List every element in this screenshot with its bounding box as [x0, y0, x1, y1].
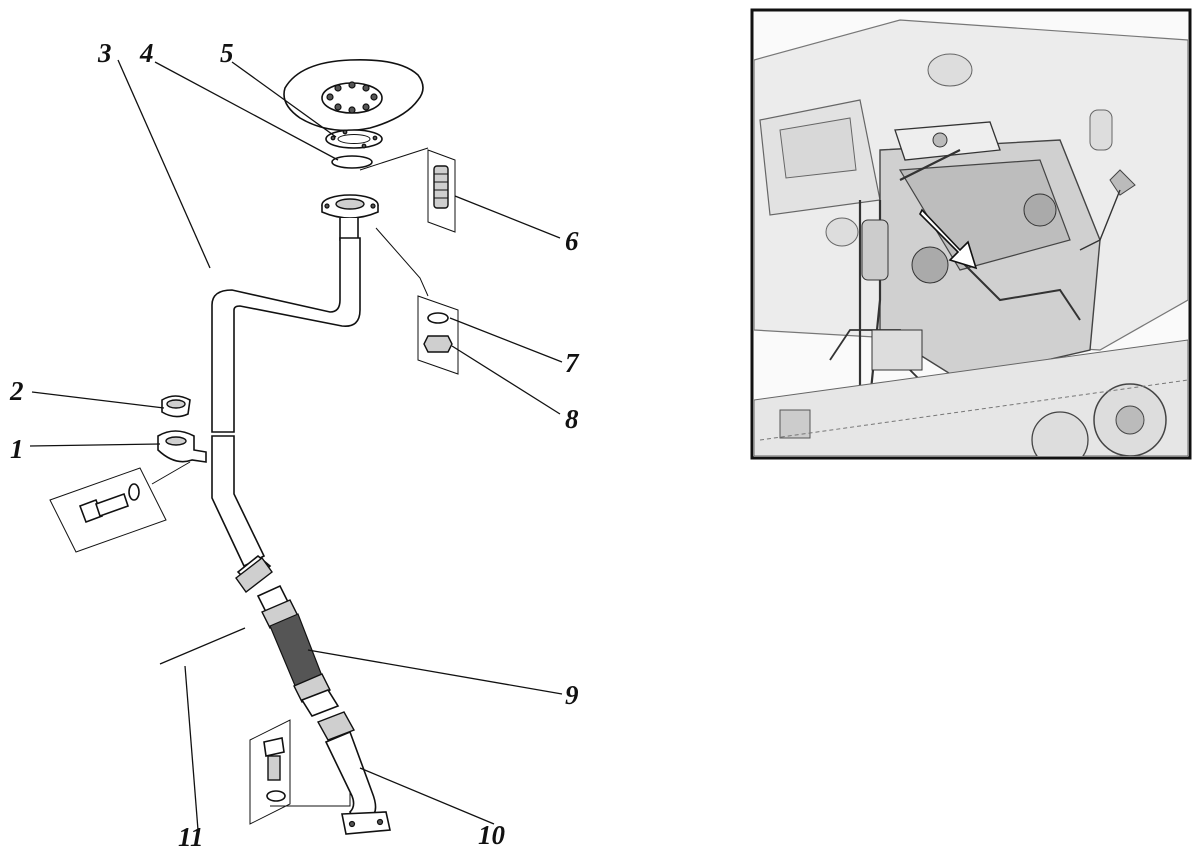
- callout-10: 10: [478, 820, 506, 850]
- callout-3: 3: [97, 38, 112, 68]
- callout-11: 11: [178, 822, 204, 852]
- clamp-half-part-2: [161, 395, 191, 418]
- clamp-part-1: [157, 430, 207, 463]
- elbow-pipe-part-10: [316, 711, 391, 835]
- pipe-flange: [321, 194, 379, 241]
- leader-6: [454, 195, 561, 239]
- tank-outlet-plate: [283, 58, 424, 132]
- stud-part-6: [427, 149, 456, 233]
- callout-4: 4: [139, 38, 154, 68]
- leader-4: [154, 61, 339, 161]
- kit-bracket-upper: [359, 147, 429, 297]
- callout-7: 7: [565, 348, 580, 378]
- clamp-bolt-kit: [49, 467, 167, 553]
- wire-part-11: [159, 627, 246, 665]
- washer-part-7: [427, 312, 449, 324]
- flexible-hose-part-9: [256, 584, 340, 717]
- leader-3: [117, 59, 211, 269]
- elbow-bolt-kit: [249, 719, 291, 825]
- engine-inset-view: [750, 8, 1192, 460]
- seal-ring-part-4: [331, 155, 373, 169]
- leader-10: [359, 767, 495, 825]
- callout-6: 6: [565, 226, 579, 256]
- leader-1: [29, 443, 161, 447]
- leader-lines: [29, 59, 563, 831]
- washer-nut-kit: [417, 295, 459, 375]
- leader-7: [449, 317, 563, 363]
- callout-numbers: 3 4 5 6 7 8 2 1 9 10 11: [9, 38, 580, 852]
- lower-fuel-pipe: [211, 435, 273, 593]
- callout-9: 9: [565, 680, 579, 710]
- kit-bracket-lower: [151, 461, 351, 807]
- gasket-part-5: [325, 129, 383, 149]
- callout-8: 8: [565, 404, 579, 434]
- leader-5: [231, 61, 337, 138]
- callout-1: 1: [10, 434, 24, 464]
- leader-11: [184, 665, 199, 831]
- pipe-assembly: [49, 58, 459, 835]
- leader-9: [307, 649, 563, 695]
- callout-5: 5: [220, 38, 234, 68]
- leader-8: [451, 345, 561, 415]
- leader-2: [31, 391, 165, 409]
- fuel-pipe-part-3: [211, 237, 361, 433]
- callout-2: 2: [9, 376, 24, 406]
- nut-part-8: [423, 335, 453, 353]
